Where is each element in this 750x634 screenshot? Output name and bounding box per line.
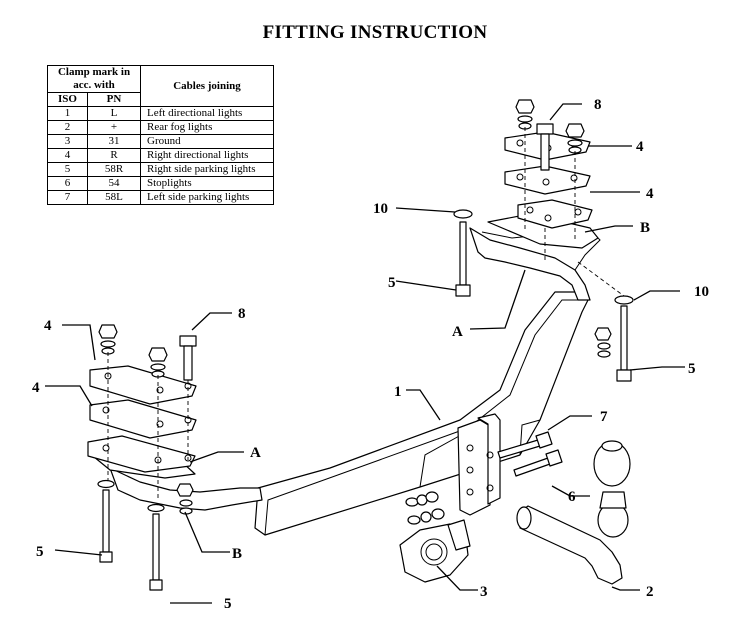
callout-5-right: 5 bbox=[688, 361, 696, 377]
ball-cap bbox=[593, 440, 631, 487]
callout-a-left: A bbox=[250, 445, 261, 461]
left-long-bolt-b bbox=[147, 503, 165, 591]
table-row: 2 + Rear fog lights bbox=[47, 120, 274, 135]
callout-1: 1 bbox=[394, 384, 402, 400]
callout-5-bottom: 5 bbox=[224, 596, 232, 612]
right-nuts-washers bbox=[515, 99, 585, 262]
left-lower-nuts bbox=[176, 483, 194, 515]
towball-neck-part2 bbox=[516, 491, 629, 585]
callout-10-right: 10 bbox=[694, 284, 709, 300]
right-lower-nuts bbox=[594, 327, 612, 358]
pn-header: PN bbox=[87, 92, 141, 107]
callout-5-left: 5 bbox=[36, 544, 44, 560]
callout-8-left: 8 bbox=[238, 306, 246, 322]
table-row: 7 58L Left side parking lights bbox=[47, 190, 274, 205]
callout-a-right: A bbox=[452, 324, 463, 340]
left-nuts-washers bbox=[98, 324, 168, 500]
bolt-part6 bbox=[513, 449, 563, 477]
callout-8-right: 8 bbox=[594, 97, 602, 113]
callout-4-left-upper: 4 bbox=[44, 318, 52, 334]
right-bolt-part8 bbox=[536, 123, 554, 171]
callout-4-right-upper: 4 bbox=[636, 139, 644, 155]
right-long-bolt-b bbox=[577, 261, 634, 382]
callout-b-right: B bbox=[640, 220, 650, 236]
center-mount-plates bbox=[457, 413, 501, 516]
right-plate-lower bbox=[517, 199, 593, 229]
left-plate-bottom bbox=[87, 435, 196, 473]
cable-joining-table: Clamp mark in acc. with Cables joining I… bbox=[47, 65, 274, 205]
callout-4-left-lower: 4 bbox=[32, 380, 40, 396]
right-bracket-arm bbox=[469, 213, 601, 301]
pn-cell: 58R bbox=[87, 162, 141, 177]
desc-cell: Left side parking lights bbox=[140, 190, 274, 205]
left-plate-upper bbox=[89, 365, 197, 405]
left-bolt-part8 bbox=[179, 335, 197, 460]
table-subheader-row: ISO PN bbox=[47, 92, 274, 107]
bolt-part7 bbox=[497, 431, 553, 459]
left-long-bolt-a bbox=[97, 479, 115, 563]
callout-5-right-upper: 5 bbox=[388, 275, 396, 291]
callout-2: 2 bbox=[646, 584, 654, 600]
table-row: 3 31 Ground bbox=[47, 134, 274, 149]
callout-6: 6 bbox=[568, 489, 576, 505]
table-row: 5 58R Right side parking lights bbox=[47, 162, 274, 177]
left-plate-lower bbox=[89, 399, 197, 439]
desc-cell: Right side parking lights bbox=[140, 162, 274, 177]
leader-lines bbox=[45, 103, 685, 604]
callout-b-left: B bbox=[232, 546, 242, 562]
callout-4-right-lower: 4 bbox=[646, 186, 654, 202]
callout-7: 7 bbox=[600, 409, 608, 425]
right-long-bolt-a bbox=[453, 209, 473, 297]
table-row: 4 R Right directional lights bbox=[47, 148, 274, 163]
clamp-mark-header: Clamp mark in acc. with bbox=[47, 65, 141, 93]
center-nuts-washers bbox=[405, 491, 445, 525]
page-title: FITTING INSTRUCTION bbox=[262, 22, 488, 43]
callout-3: 3 bbox=[480, 584, 488, 600]
callout-10-left: 10 bbox=[373, 201, 388, 217]
socket-plate-part3 bbox=[399, 519, 471, 583]
